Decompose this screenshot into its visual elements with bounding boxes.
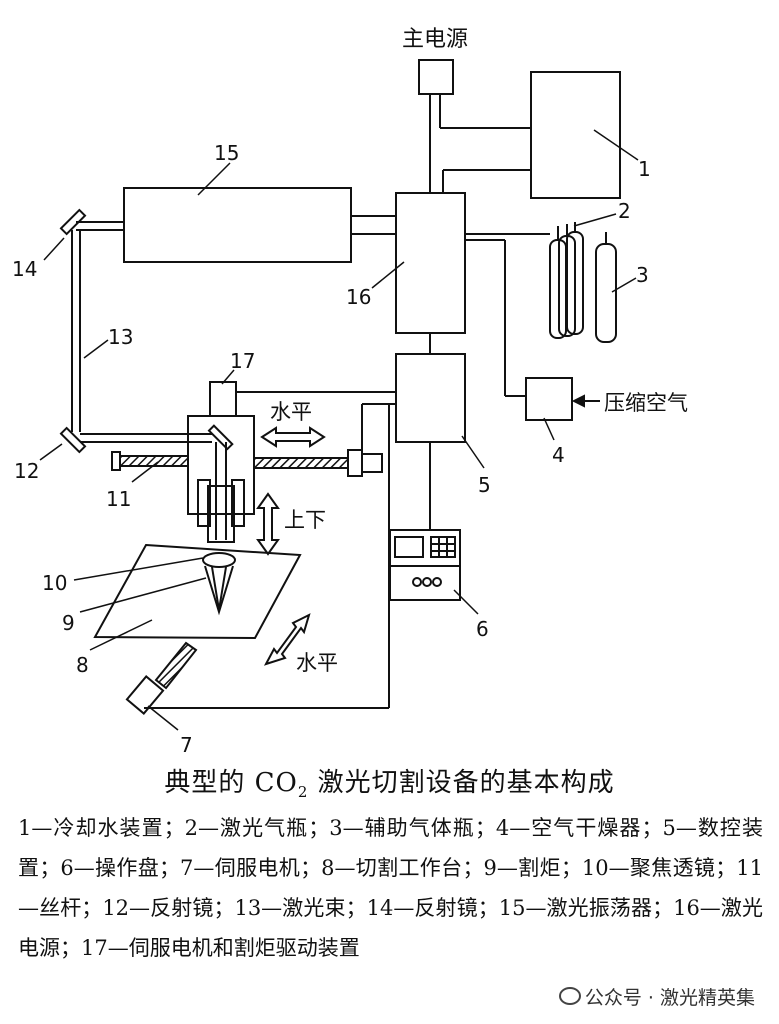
label-7: 7 [180, 733, 193, 757]
legend-item: 7—伺服电机； [180, 856, 322, 880]
up-down-arrow [256, 492, 280, 556]
legend-item: 1—冷却水装置； [18, 816, 185, 840]
watermark-text: 公众号 · 激光精英集 [584, 987, 755, 1009]
co2-laser-cutting-diagram: 主电源 水平 上下 水平 压缩空气 1 2 3 4 5 6 7 8 9 10 1… [12, 27, 688, 757]
up-down-label: 上下 [284, 508, 326, 532]
focus-lens [202, 552, 236, 568]
label-16: 16 [346, 285, 371, 309]
cutting-table [93, 543, 302, 640]
label-4: 4 [552, 443, 565, 467]
horizontal-label-2: 水平 [296, 651, 338, 675]
laser-power-supply [395, 192, 466, 334]
caption-suffix: 激光切割设备的基本构成 [308, 768, 615, 798]
label-6: 6 [476, 617, 489, 641]
label-3: 3 [636, 263, 649, 287]
figure-caption: 典型的 CO2 激光切割设备的基本构成 [0, 762, 779, 801]
caption-prefix: 典型的 CO [164, 768, 298, 798]
cooling-water-unit [530, 71, 621, 199]
legend-item: 14—反射镜； [366, 896, 499, 920]
laser-oscillator [123, 187, 352, 263]
cutting-torch-cone [204, 565, 234, 616]
label-2: 2 [618, 199, 631, 223]
legend-item: 11—丝杆； [18, 856, 763, 920]
legend-item: 8—切割工作台； [321, 856, 484, 880]
legend-item: 12—反射镜； [102, 896, 235, 920]
component-legend: 1—冷却水装置；2—激光气瓶；3—辅助气体瓶；4—空气干燥器；5—数控装置；6—… [18, 808, 763, 968]
horizontal-label-1: 水平 [270, 400, 312, 424]
servo-motor-horizontal [347, 449, 363, 477]
lead-screw-right [253, 457, 349, 469]
caption-subscript: 2 [297, 783, 309, 802]
label-5: 5 [478, 473, 491, 497]
label-15: 15 [214, 141, 239, 165]
label-17: 17 [230, 349, 255, 373]
label-14: 14 [12, 257, 37, 281]
watermark: 公众号 · 激光精英集 [558, 983, 755, 1010]
horizontal-arrow-2 [263, 613, 311, 666]
label-13: 13 [108, 325, 133, 349]
legend-item: 13—激光束； [234, 896, 367, 920]
servo-motor-7 [125, 675, 165, 715]
legend-item: 16—激光电源； [18, 896, 764, 960]
legend-item: 15—激光振荡器； [498, 896, 674, 920]
main-power-label: 主电源 [402, 27, 468, 52]
legend-item: 9—割炬； [483, 856, 582, 880]
legend-item: 2—激光气瓶； [184, 816, 330, 840]
mirror-14 [59, 208, 87, 236]
mirror-12 [59, 426, 87, 454]
mirror-in-head [207, 424, 234, 451]
air-dryer [525, 377, 573, 421]
assist-gas-bottle [595, 243, 617, 343]
compressed-air-label: 压缩空气 [604, 391, 688, 415]
legend-item: 17—伺服电机和割炬驱动装置 [81, 936, 360, 960]
label-10: 10 [42, 571, 67, 595]
label-9: 9 [62, 611, 75, 635]
legend-item: 3—辅助气体瓶； [329, 816, 496, 840]
servo-torch-drive [209, 381, 237, 417]
legend-item: 5—数控装置； [18, 816, 763, 880]
table-lead-screw [154, 641, 198, 690]
label-12: 12 [14, 459, 39, 483]
wechat-icon [558, 987, 581, 1005]
legend-item: 10—聚焦透镜； [581, 856, 737, 880]
label-1: 1 [638, 157, 651, 181]
cnc-unit [395, 353, 466, 443]
legend-item: 4—空气干燥器； [495, 816, 663, 840]
label-8: 8 [76, 653, 89, 677]
horizontal-arrow-1 [260, 426, 326, 448]
legend-item: 6—操作盘； [60, 856, 181, 880]
label-11: 11 [106, 487, 131, 511]
main-power-box [418, 59, 454, 95]
